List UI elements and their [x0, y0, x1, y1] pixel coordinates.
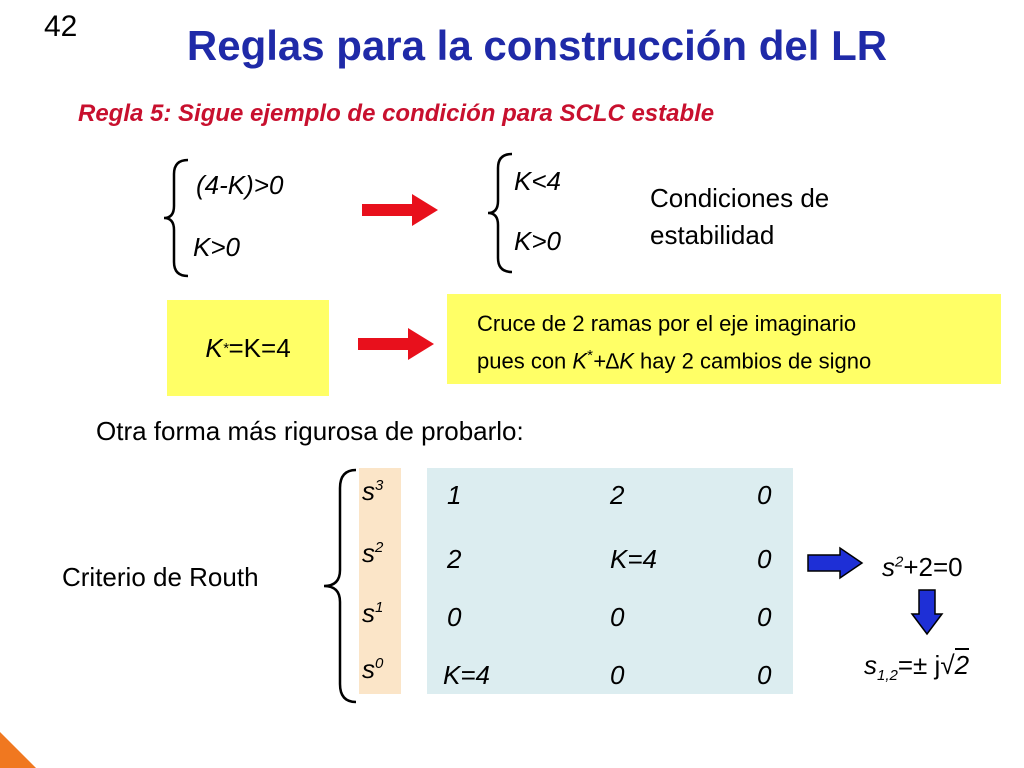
routh-label-s2: s2 [362, 538, 384, 568]
routh-cell: 0 [757, 480, 772, 510]
condition-right-1: K<4 [514, 166, 561, 196]
cruce-sup: * [587, 347, 593, 364]
routh-label-s0: s0 [362, 654, 384, 684]
routh-table: 1 2 0 2 K=4 0 0 0 0 K=4 0 0 [427, 468, 793, 694]
routh-label-s3: s3 [362, 476, 384, 506]
right-brace-icon [487, 152, 513, 274]
stability-note-line1: Condiciones de [650, 183, 830, 213]
condition-right-2: K>0 [514, 226, 561, 256]
condition-left-1: (4-K)>0 [196, 170, 284, 200]
roots-equation: s1,2=± j√2 [864, 648, 970, 685]
routh-cell: 0 [757, 602, 772, 632]
red-arrow-icon [362, 194, 438, 226]
routh-cell: 0 [610, 660, 625, 690]
cruce-line2-prefix: pues con [477, 348, 573, 374]
routh-label-s1: s1 [362, 598, 384, 628]
slide-subtitle: Regla 5: Sigue ejemplo de condición para… [78, 100, 715, 127]
routh-cell: 0 [757, 544, 772, 574]
left-brace-icon [163, 158, 189, 278]
cruce-line2-suffix: hay 2 cambios de signo [633, 348, 872, 374]
blue-arrow-right-icon [807, 546, 864, 580]
aux-equation: s2+2=0 [882, 552, 963, 582]
kstar-box: K*=K=4 [167, 300, 329, 396]
red-arrow-icon [358, 328, 434, 360]
routh-brace-icon [323, 468, 357, 704]
sqrt-icon: √ [940, 650, 955, 680]
routh-cell: K=4 [443, 660, 490, 690]
slide-title: Reglas para la construcción del LR [186, 22, 888, 69]
decorative-corner [0, 732, 36, 768]
routh-cell: 0 [447, 602, 462, 632]
routh-cell: 2 [447, 544, 462, 574]
routh-cell: 2 [610, 480, 625, 510]
condition-left-2: K>0 [193, 232, 240, 262]
routh-cell: 1 [447, 480, 462, 510]
routh-cell: 0 [757, 660, 772, 690]
cruce-line1: Cruce de 2 ramas por el eje imaginario [477, 311, 857, 336]
otra-forma-text: Otra forma más rigurosa de probarlo: [96, 416, 524, 446]
routh-cell: K=4 [610, 544, 657, 574]
kstar-rest: =K=4 [228, 332, 291, 363]
cruce-delta: +∆K [592, 348, 634, 374]
kstar-k: K [205, 332, 223, 363]
cruce-line2: pues con K*+∆K hay 2 cambios de signo [477, 340, 1001, 377]
slide-number: 42 [44, 10, 78, 43]
stability-note-line2: estabilidad [650, 220, 775, 250]
blue-arrow-down-icon [910, 589, 944, 636]
routh-cell: 0 [610, 602, 625, 632]
cruce-k: K [572, 348, 588, 374]
routh-label: Criterio de Routh [62, 562, 259, 592]
routh-row-labels: s3 s2 s1 s0 [359, 468, 401, 694]
kstar-sup: * [222, 339, 229, 357]
cruce-box: Cruce de 2 ramas por el eje imaginario p… [447, 294, 1001, 384]
